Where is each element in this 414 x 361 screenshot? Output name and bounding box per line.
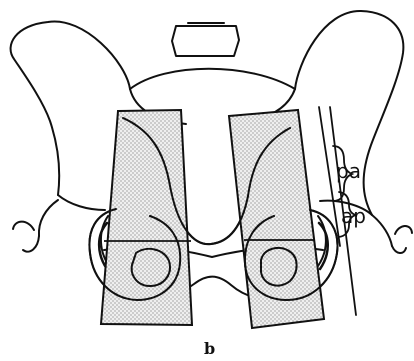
pa-label: pa: [336, 159, 361, 183]
field-blocks: [101, 110, 324, 328]
ap-label: ap: [341, 204, 366, 228]
figure-caption: b: [204, 339, 215, 358]
pelvis-outline: [11, 11, 412, 300]
